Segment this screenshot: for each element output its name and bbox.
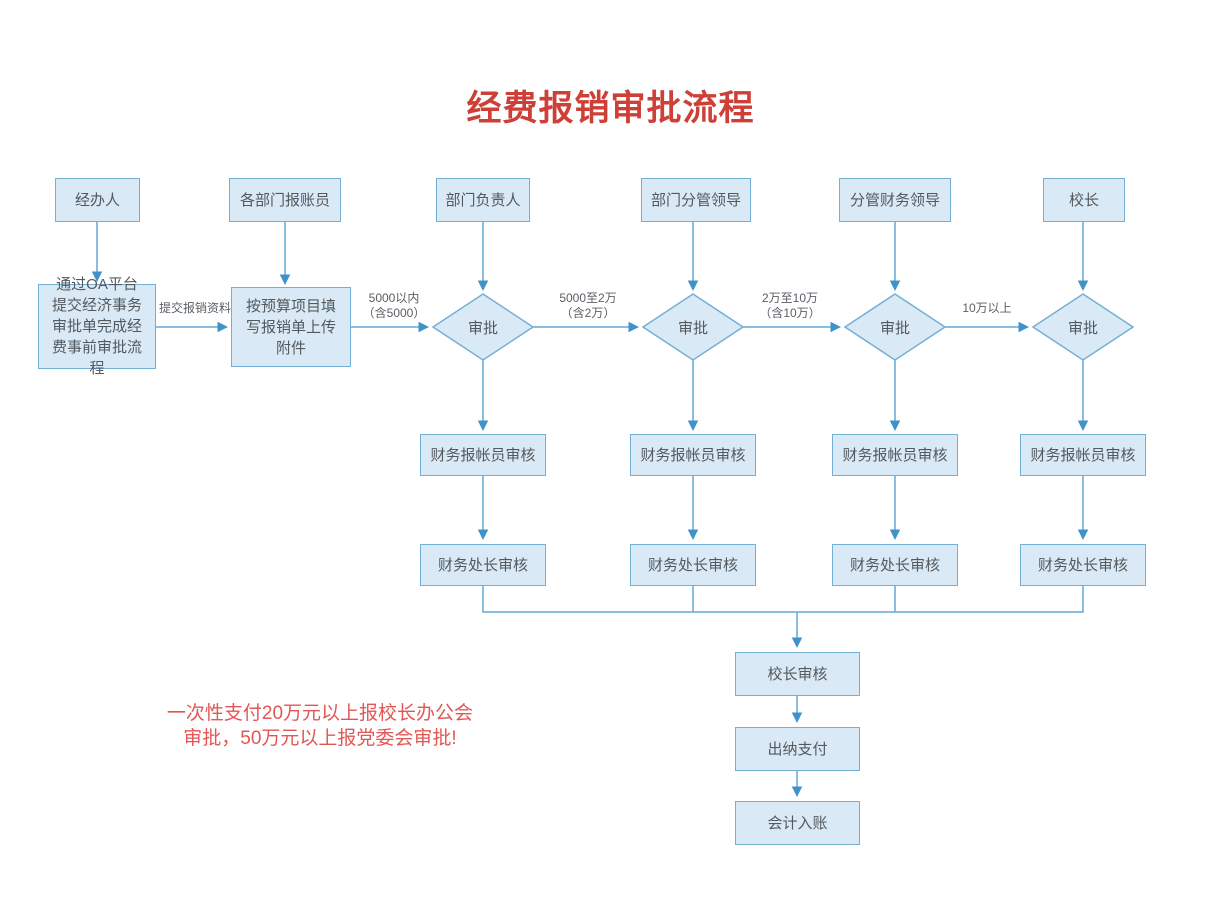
node-finance-leader: 分管财务领导 bbox=[839, 178, 951, 222]
edge-label-tier2: 5000至2万 （含2万） bbox=[559, 291, 617, 320]
node-fill-form: 按预算项目填写报销单上传附件 bbox=[231, 287, 351, 367]
page-title: 经费报销审批流程 bbox=[466, 88, 755, 129]
node-cashier-payment: 出纳支付 bbox=[735, 727, 860, 771]
node-director-review-2: 财务处长审核 bbox=[630, 544, 756, 586]
node-president: 校长 bbox=[1043, 178, 1125, 222]
approval-diamond-2 bbox=[641, 293, 745, 361]
approval-diamond-4-label: 审批 bbox=[1067, 319, 1098, 337]
edge-label-submit-docs: 提交报销资料 bbox=[158, 301, 231, 315]
approval-diamond-1 bbox=[431, 293, 535, 361]
node-clerk-review-4: 财务报帐员审核 bbox=[1020, 434, 1146, 476]
node-oa-process: 通过OA平台提交经济事务审批单完成经费事前审批流程 bbox=[38, 276, 156, 377]
node-president-review: 校长审核 bbox=[735, 652, 860, 696]
approval-diamond-3-label: 审批 bbox=[879, 319, 910, 337]
node-clerk-review-2: 财务报帐员审核 bbox=[630, 434, 756, 476]
node-director-review-3: 财务处长审核 bbox=[832, 544, 958, 586]
merge-connector bbox=[482, 586, 1084, 613]
approval-diamond-1-label: 审批 bbox=[467, 319, 498, 337]
node-dept-clerk: 各部门报账员 bbox=[229, 178, 341, 222]
edge-label-tier1: 5000以内 （含5000） bbox=[362, 291, 426, 320]
node-dept-leader: 部门分管领导 bbox=[641, 178, 751, 222]
node-accounting-entry: 会计入账 bbox=[735, 801, 860, 845]
node-clerk-review-3: 财务报帐员审核 bbox=[832, 434, 958, 476]
approval-diamond-4 bbox=[1031, 293, 1135, 361]
approval-diamond-3 bbox=[843, 293, 947, 361]
threshold-note: 一次性支付20万元以上报校长办公会 审批，50万元以上报党委会审批! bbox=[166, 703, 474, 749]
connector-lines bbox=[91, 222, 1089, 797]
node-clerk-review-1: 财务报帐员审核 bbox=[420, 434, 546, 476]
edge-label-tier4: 10万以上 bbox=[962, 301, 1012, 315]
node-operator: 经办人 bbox=[55, 178, 140, 222]
node-director-review-1: 财务处长审核 bbox=[420, 544, 546, 586]
decision-diamonds bbox=[431, 293, 1135, 361]
approval-diamond-2-label: 审批 bbox=[677, 319, 708, 337]
node-director-review-4: 财务处长审核 bbox=[1020, 544, 1146, 586]
node-dept-head: 部门负责人 bbox=[436, 178, 530, 222]
edge-label-tier3: 2万至10万 （含10万） bbox=[759, 291, 821, 320]
